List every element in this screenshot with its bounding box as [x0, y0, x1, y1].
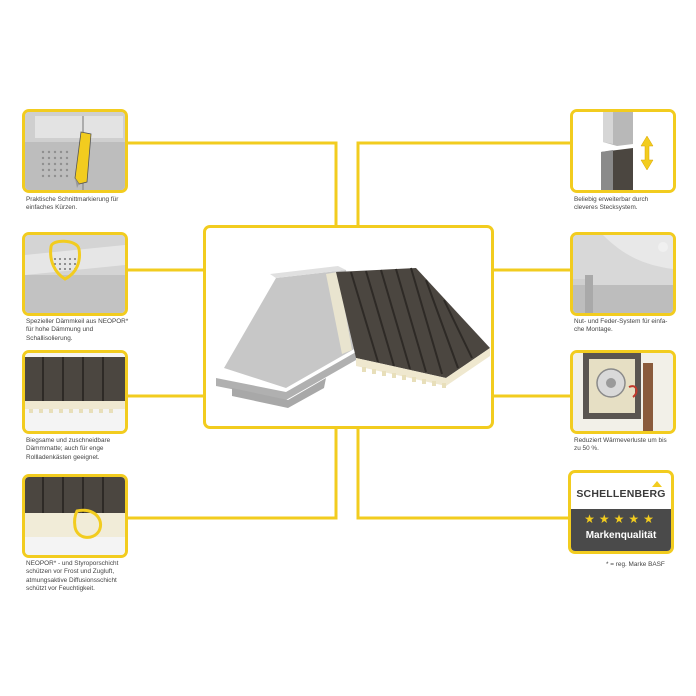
footnote: * = reg. Marke BASF — [606, 561, 665, 568]
house-roof-icon — [652, 481, 662, 487]
caption-right2: Nut- und Feder-System für einfa-che Mont… — [574, 318, 668, 334]
image-cut-marking — [22, 109, 128, 193]
connector-right4 — [356, 429, 570, 520]
magnifier-highlight-icon — [49, 239, 81, 281]
magnifier-highlight-icon — [73, 508, 102, 539]
image-product — [203, 225, 494, 429]
connector-left1 — [128, 141, 338, 225]
brand-band — [571, 509, 671, 551]
connector-left4 — [128, 429, 338, 520]
brand-quality: Markenqualität — [585, 530, 657, 541]
arrow-icon — [628, 385, 638, 398]
connector-right1 — [356, 141, 570, 225]
double-arrow-icon — [640, 135, 654, 171]
caption-left2: Spezieller Dämmkeil aus NEOPOR*für hohe … — [26, 318, 129, 342]
star-rating-icon: ★★★★★ — [584, 512, 658, 526]
image-plug-system — [570, 109, 676, 193]
image-insulation-wedge — [22, 232, 128, 316]
brand-logo: SCHELLENBERG ★★★★★ Markenqualität — [568, 470, 674, 554]
image-layers — [22, 474, 128, 558]
image-roller-box — [570, 350, 676, 434]
image-flexible-mat — [22, 350, 128, 434]
cutter-icon — [74, 131, 92, 188]
brand-name: SCHELLENBERG — [576, 488, 666, 500]
image-tongue-groove — [570, 232, 676, 316]
